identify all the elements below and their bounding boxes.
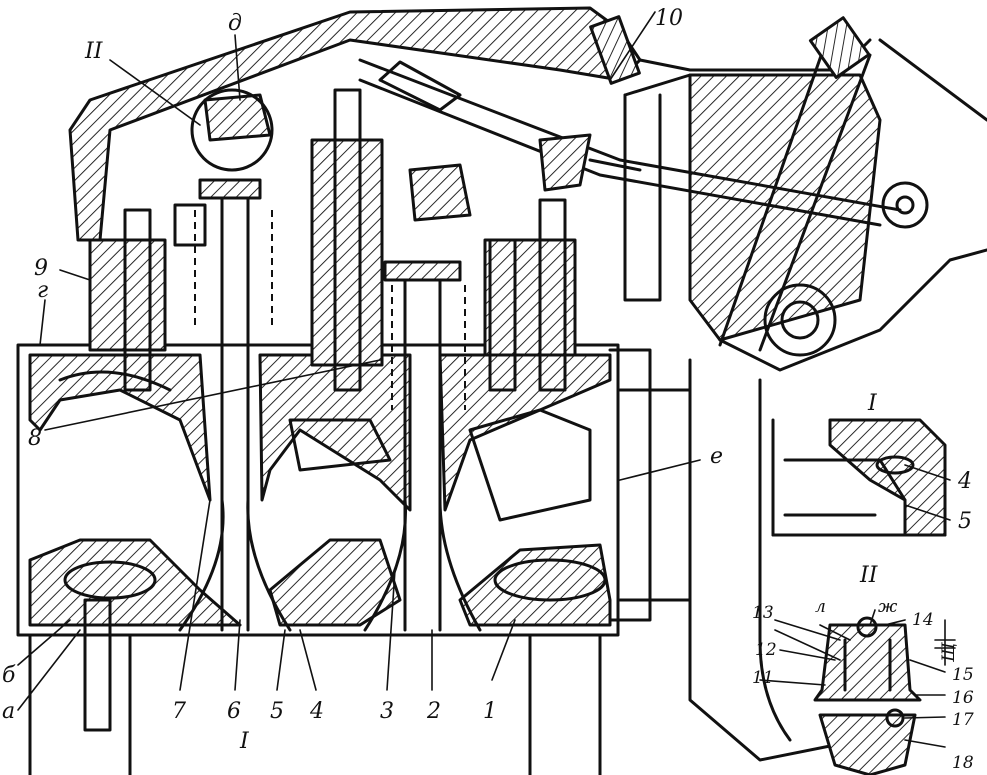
callout-e: е: [710, 444, 723, 469]
valves: [178, 178, 482, 632]
callout-I: I: [239, 729, 250, 754]
studs: [83, 88, 577, 732]
detail-II-callout-12: 12: [755, 640, 777, 660]
rocker-assembly: [358, 15, 929, 357]
detail-II-callout-sch: Щ: [939, 642, 959, 663]
detail-II-title: II: [859, 563, 879, 588]
detail-II: [813, 616, 956, 775]
callout-3: 3: [380, 699, 394, 724]
callout-labels: 1 2 3 4 5 6 7 8 9 10 а б г д е I II I 4 …: [2, 6, 974, 773]
callout-10: 10: [655, 6, 683, 31]
detail-II-callout-13: 13: [752, 603, 774, 623]
callout-2: 2: [426, 699, 441, 724]
callout-5: 5: [270, 699, 284, 724]
detail-II-callout-17: 17: [952, 710, 974, 730]
detail-II-callout-zh: ж: [878, 597, 898, 617]
detail-II-callout-11: 11: [752, 668, 774, 688]
callout-7: 7: [172, 699, 186, 724]
callout-1: 1: [483, 699, 497, 724]
detail-I: [771, 418, 947, 537]
detail-II-callout-15: 15: [952, 665, 974, 685]
callout-6: 6: [227, 699, 241, 724]
callout-b: б: [2, 663, 16, 688]
hydraulic-lifters: [190, 88, 592, 222]
detail-I-title: I: [867, 391, 878, 416]
detail-II-callout-14: 14: [912, 610, 934, 630]
detail-I-callout-4: 4: [957, 469, 972, 494]
callout-a: а: [2, 699, 15, 724]
detail-II-callout-18: 18: [952, 753, 974, 773]
callout-d: д: [228, 11, 242, 36]
callout-4: 4: [309, 699, 324, 724]
detail-II-callout-16: 16: [952, 688, 974, 708]
detail-I-callout-5: 5: [958, 509, 972, 534]
callout-II: II: [84, 39, 104, 64]
leader-lines: [17, 11, 951, 748]
callout-9: 9: [34, 256, 48, 281]
cylinder-head-body: [16, 343, 620, 637]
callout-8: 8: [28, 426, 42, 451]
detail-II-callout-l: л: [815, 597, 826, 617]
callout-g: г: [37, 278, 48, 303]
engine-block: [28, 348, 862, 775]
